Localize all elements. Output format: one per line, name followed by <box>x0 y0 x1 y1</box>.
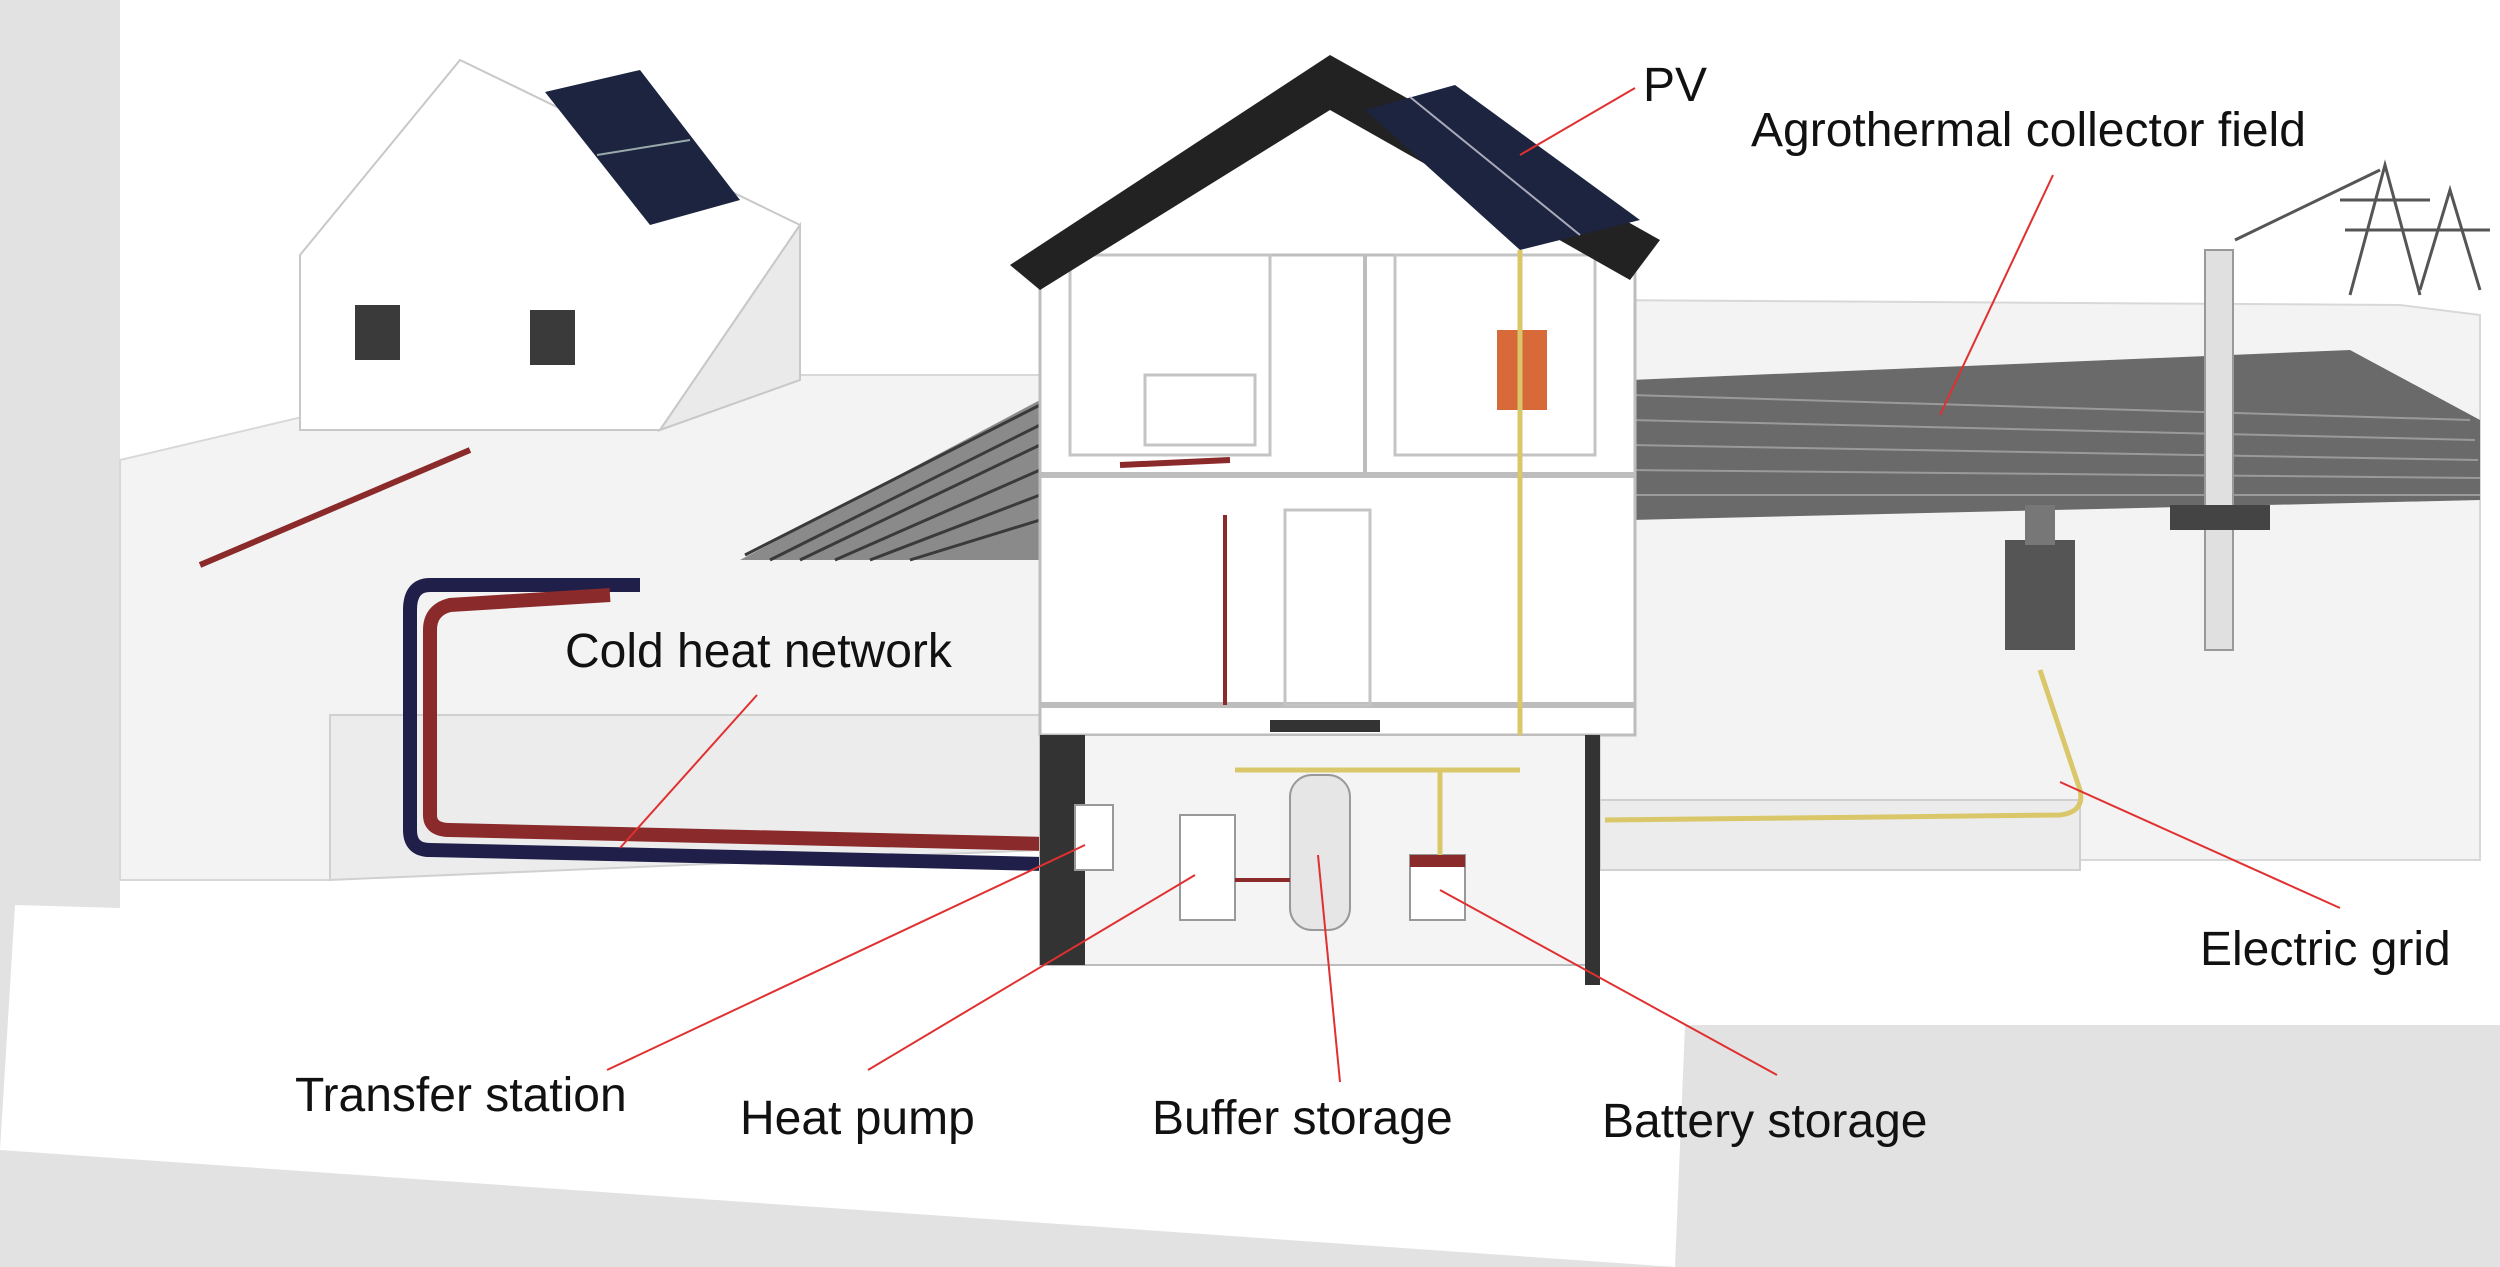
callout-heat-pump <box>867 874 1196 1071</box>
electric-grid-equipment <box>2005 168 2381 651</box>
label-pv: PV <box>1643 59 1708 112</box>
callout-agrothermal <box>1939 174 2054 416</box>
callout-transfer-station <box>606 844 1086 1071</box>
callout-battery-storage <box>1439 889 1778 1076</box>
house-neighbor <box>299 58 802 432</box>
label-electric-grid: Electric grid <box>2200 923 2451 976</box>
label-cold-heat-network: Cold heat network <box>565 625 952 678</box>
callout-buffer-storage <box>1317 854 1341 1083</box>
roof-solar-panel <box>1365 85 1640 250</box>
label-transfer-station: Transfer station <box>295 1069 627 1122</box>
callout-lines <box>606 87 2341 1083</box>
label-battery-storage: Battery storage <box>1602 1095 1928 1148</box>
callout-cold-heat-network <box>619 694 758 849</box>
label-buffer-storage: Buffer storage <box>1152 1092 1453 1145</box>
cold-heat-network-pipes <box>403 578 1091 872</box>
callout-electric-grid <box>2059 781 2341 909</box>
neighbor-pipe <box>198 447 472 568</box>
buffer-storage-tank <box>1289 774 1351 931</box>
label-heat-pump: Heat pump <box>740 1092 975 1145</box>
trench-right <box>1599 799 2081 871</box>
power-pylon-icon <box>2340 159 2490 296</box>
label-agrothermal-collector-field: Agrothermal collector field <box>1751 104 2306 157</box>
collector-field-left <box>740 400 1041 562</box>
transfer-station-unit <box>1074 804 1114 871</box>
callout-pv <box>1519 87 1636 156</box>
heat-pump-unit <box>1179 814 1236 921</box>
house-main <box>1010 55 1660 985</box>
collector-field-right <box>1629 350 2481 520</box>
